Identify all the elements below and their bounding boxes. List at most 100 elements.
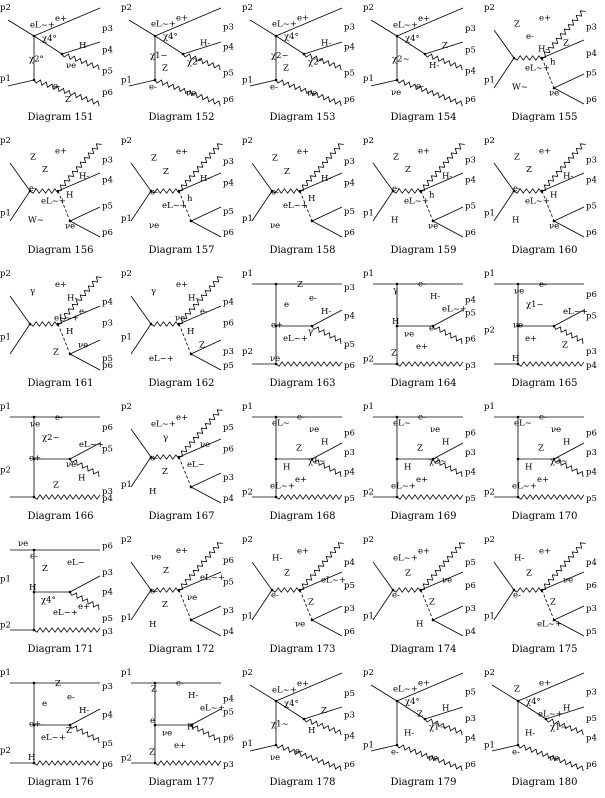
fermion-line <box>69 353 101 371</box>
particle-label: χ2° <box>29 54 44 64</box>
particle-label: e- <box>29 184 37 194</box>
particle-label: p6 <box>102 228 113 238</box>
vertex-dot <box>270 189 274 193</box>
fermion-line <box>372 589 394 621</box>
fermion-line <box>541 39 585 59</box>
particle-label: p2 <box>0 269 11 279</box>
particle-label: χ2~ <box>392 54 410 64</box>
vertex-dot <box>302 717 306 721</box>
particle-label: e+ <box>55 146 67 156</box>
particle-label: χ4° <box>405 697 420 707</box>
particle-label: h <box>187 194 193 204</box>
fermion-line <box>178 305 222 325</box>
particle-label: H <box>391 215 398 225</box>
particle-label: p4 <box>223 179 234 189</box>
particle-label: χ4° <box>284 699 299 709</box>
fermion-line <box>275 7 343 37</box>
fermion-line <box>154 7 222 37</box>
particle-label: Z <box>405 165 411 175</box>
vertex-dot <box>189 485 193 489</box>
particle-label: H <box>187 327 194 337</box>
particle-label: p1 <box>242 75 253 85</box>
boson-line <box>299 143 344 192</box>
vertex-dot <box>270 588 274 592</box>
particle-label: H <box>187 722 194 732</box>
particle-label: p6 <box>344 95 355 105</box>
particle-label: H- <box>188 293 198 303</box>
particle-label: p3 <box>102 319 113 329</box>
vertex-dot <box>149 189 153 193</box>
particle-label: p6 <box>223 228 234 238</box>
fermion-line <box>372 190 394 222</box>
particle-label: p2 <box>484 535 495 545</box>
particle-label: e- <box>149 82 157 92</box>
particle-label: eL~+ <box>53 608 78 618</box>
particle-label: p3 <box>586 688 597 698</box>
boson-line <box>150 587 180 593</box>
fermion-line <box>178 571 222 591</box>
fermion-line <box>311 442 343 460</box>
particle-label: p4 <box>586 734 597 744</box>
particle-label: e+ <box>55 14 67 24</box>
diagram-caption: Diagram 164 <box>390 378 457 389</box>
fermion-line <box>311 309 343 327</box>
particle-label: H <box>28 753 35 763</box>
particle-label: p3 <box>586 23 597 33</box>
particle-label: Z <box>30 153 36 163</box>
vertex-dot <box>177 322 181 326</box>
particle-label: χ2° <box>308 57 323 67</box>
diagram-caption: Diagram 162 <box>148 378 215 389</box>
diagram-caption: Diagram 180 <box>511 777 578 788</box>
vertex-dot <box>32 457 36 461</box>
particle-label: p1 <box>484 402 495 412</box>
particle-label: e+ <box>418 14 430 24</box>
fermion-line <box>182 41 222 55</box>
vertex-dot <box>274 324 278 328</box>
particle-label: e- <box>53 82 61 92</box>
particle-label: Z <box>284 167 290 177</box>
particle-label: p6 <box>102 423 113 433</box>
boson-line <box>396 494 464 500</box>
particle-label: p3 <box>223 347 234 357</box>
fermion-line <box>553 206 585 222</box>
fermion-line <box>190 708 222 726</box>
fermion-line <box>370 744 398 752</box>
particle-label: Z <box>550 598 556 608</box>
particle-label: p1 <box>0 574 11 584</box>
fermion-line <box>178 438 222 458</box>
fermion-line <box>432 619 464 637</box>
vertex-dot <box>153 34 157 38</box>
particle-label: e+ <box>176 546 188 556</box>
particle-label: p5 <box>223 578 234 588</box>
particle-label: p1 <box>363 208 374 218</box>
fermion-line <box>128 79 156 87</box>
particle-label: p6 <box>102 88 113 98</box>
particle-label: νe <box>270 221 280 231</box>
particle-label: p5 <box>586 202 597 212</box>
particle-label: eL~+ <box>200 703 225 713</box>
particle-label: H- <box>514 554 524 564</box>
vertex-dot <box>540 189 544 193</box>
vertex-dot <box>177 588 181 592</box>
particle-label: Z <box>308 598 314 608</box>
particle-label: e+ <box>539 546 551 556</box>
fermion-line <box>61 41 101 55</box>
particle-label: p6 <box>465 428 476 438</box>
particle-label: eL~+ <box>393 685 418 695</box>
particle-label: p5 <box>102 202 113 212</box>
particle-label: p4 <box>344 468 355 478</box>
particle-label: H <box>512 215 519 225</box>
particle-label: H- <box>321 174 331 184</box>
particle-label: Z <box>297 280 303 290</box>
particle-label: χ1~ <box>429 722 447 732</box>
boson-line <box>150 188 180 194</box>
boson-line <box>513 587 543 593</box>
particle-label: eL~+ <box>442 304 467 314</box>
